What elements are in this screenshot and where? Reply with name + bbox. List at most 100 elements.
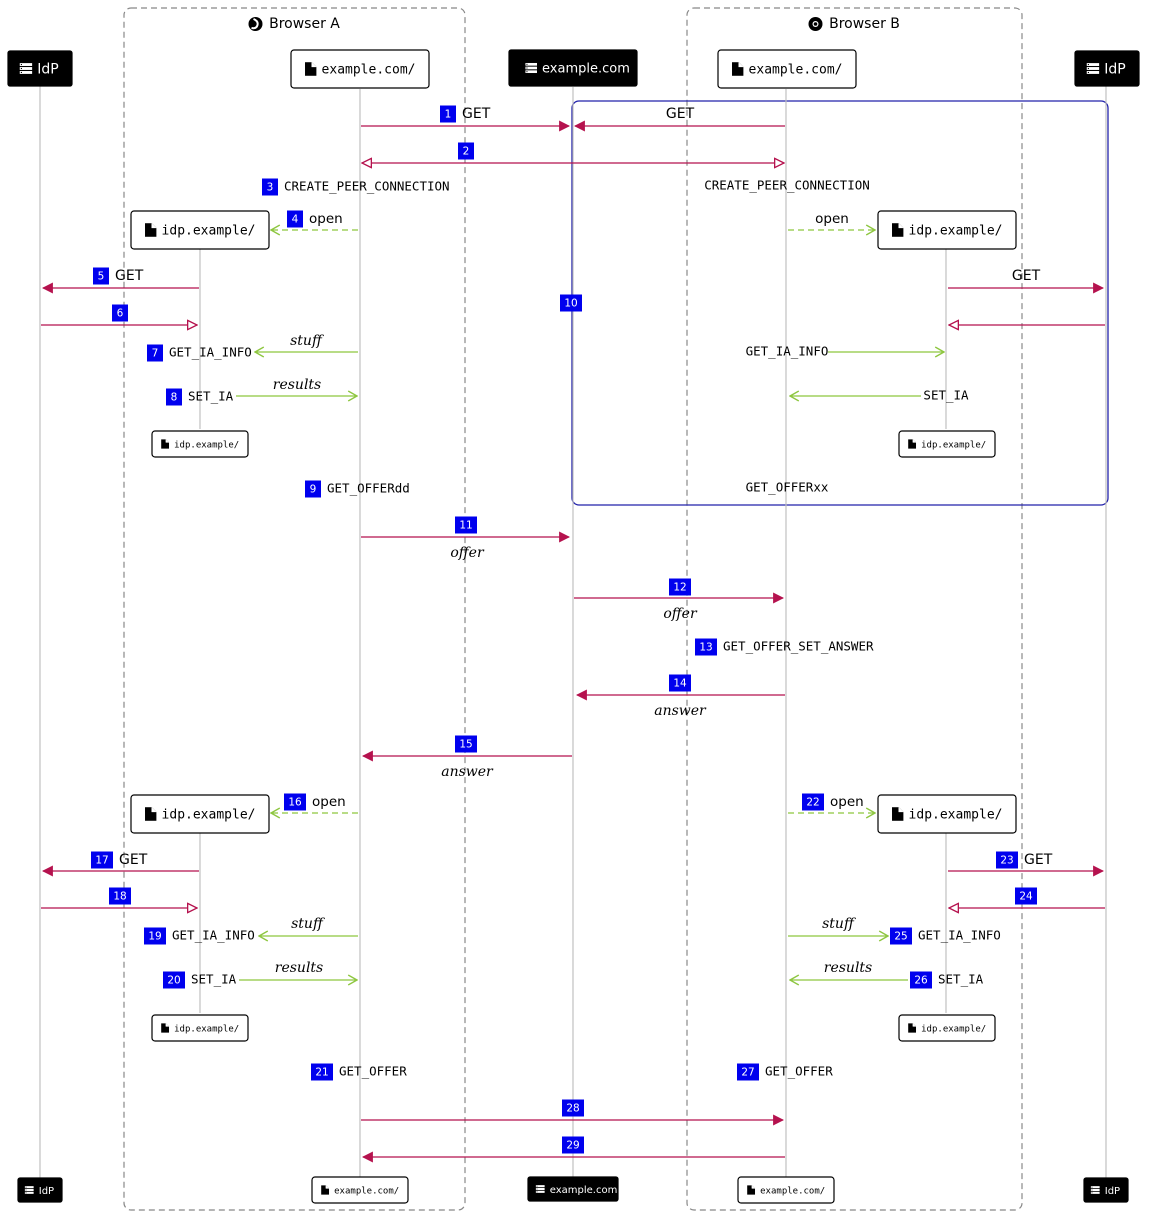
actor-box: example.com/ <box>737 1176 835 1204</box>
serverIcon <box>535 1185 545 1193</box>
step-badge <box>311 1063 333 1081</box>
step-badge <box>305 480 321 498</box>
step-number: 19 <box>148 931 161 943</box>
step-badge <box>562 1099 584 1117</box>
step-number: 9 <box>310 484 317 496</box>
step-number: 27 <box>741 1067 754 1079</box>
message-note: answer <box>441 764 494 780</box>
step-badge <box>166 388 182 406</box>
firefox-icon <box>248 17 263 31</box>
actor-label: example.com/ <box>322 63 416 78</box>
step-label: GET_OFFER <box>765 1064 833 1079</box>
step-badge <box>147 344 163 362</box>
step-badge <box>910 971 932 989</box>
box-step-label: CREATE_PEER_CONNECTION <box>704 178 870 193</box>
step-number: 22 <box>806 797 819 809</box>
actor-frame <box>877 794 1017 834</box>
step-badge <box>91 851 113 869</box>
step-label: GET <box>1024 852 1053 868</box>
actor-label: idp.example/ <box>174 1025 239 1035</box>
step-number: 29 <box>566 1140 579 1152</box>
message-note: results <box>275 960 323 976</box>
actor-label: example.com/ <box>760 1187 825 1197</box>
step-number: 20 <box>167 975 180 987</box>
actor-box: example.com/ <box>311 1176 409 1204</box>
actor-label: example.com <box>550 1185 618 1196</box>
step-number: 17 <box>95 855 108 867</box>
step-badge <box>560 294 582 312</box>
actor-box: idp.example/ <box>130 794 270 834</box>
step-label: GET_IA_INFO <box>918 928 1001 943</box>
step-label: CREATE_PEER_CONNECTION <box>284 179 450 194</box>
actor-frame <box>508 49 638 87</box>
step-label: GET <box>462 106 491 122</box>
step-number: 24 <box>1019 891 1033 903</box>
actor-box: IdP <box>1083 1177 1129 1203</box>
actor-box: example.com <box>527 1176 619 1202</box>
step-badge <box>144 927 166 945</box>
actor-box: idp.example/ <box>151 1014 249 1042</box>
actor-label: example.com <box>542 62 630 77</box>
actor-box: idp.example/ <box>898 1014 996 1042</box>
step-badge <box>737 1063 759 1081</box>
step-number: 25 <box>894 931 907 943</box>
step-badge <box>890 927 912 945</box>
actor-label: IdP <box>1105 1186 1120 1197</box>
step-label: SET_IA <box>191 972 237 987</box>
step-badge <box>455 735 477 753</box>
step-label: GET_IA_INFO <box>172 928 255 943</box>
actor-frame <box>1083 1177 1129 1203</box>
step-number: 1 <box>445 109 452 121</box>
message-note: offer <box>450 545 485 561</box>
actor-frame <box>311 1176 409 1204</box>
box-step-label: GET <box>1012 268 1041 284</box>
step-label: SET_IA <box>188 389 234 404</box>
step-label: GET <box>119 852 148 868</box>
box-step-label: SET_IA <box>923 388 969 403</box>
actor-box: IdP <box>7 50 73 87</box>
step-badge <box>562 1136 584 1154</box>
step-number: 11 <box>459 520 472 532</box>
step-badge <box>802 793 824 811</box>
step-number: 18 <box>113 891 126 903</box>
serverIcon <box>525 62 538 74</box>
step-badge <box>284 793 306 811</box>
step-number: 14 <box>673 678 687 690</box>
step-badge <box>458 142 474 160</box>
message-note: answer <box>654 703 707 719</box>
actor-frame <box>737 1176 835 1204</box>
step-badge <box>695 638 717 656</box>
step-badge <box>1015 887 1037 905</box>
step-number: 12 <box>673 582 686 594</box>
step-badge <box>93 267 109 285</box>
actor-box: idp.example/ <box>877 794 1017 834</box>
browser-box <box>686 7 1023 1211</box>
actor-box: example.com/ <box>717 49 857 89</box>
step-number: 3 <box>267 182 274 194</box>
message-note: stuff <box>290 333 324 349</box>
step-badge <box>455 516 477 534</box>
actor-frame <box>17 1177 63 1203</box>
actor-box: example.com <box>508 49 638 87</box>
chrome-icon-pupil <box>813 22 818 26</box>
actor-frame <box>151 430 249 458</box>
actor-frame <box>7 50 73 87</box>
step-badge <box>262 178 278 196</box>
step-label: open <box>830 794 864 810</box>
actor-frame <box>130 210 270 250</box>
step-number: 5 <box>98 271 105 283</box>
step-label: open <box>312 794 346 810</box>
actor-box: example.com/ <box>290 49 430 89</box>
step-label: GET <box>115 268 144 284</box>
step-number: 28 <box>566 1103 579 1115</box>
step-badge <box>669 578 691 596</box>
actor-label: idp.example/ <box>174 441 239 451</box>
step-number: 10 <box>564 298 577 310</box>
step-badge <box>669 674 691 692</box>
actor-frame <box>898 430 996 458</box>
actor-label: idp.example/ <box>909 224 1003 239</box>
actor-label: idp.example/ <box>162 808 256 823</box>
serverIcon <box>19 63 33 74</box>
message-note: stuff <box>291 916 325 932</box>
